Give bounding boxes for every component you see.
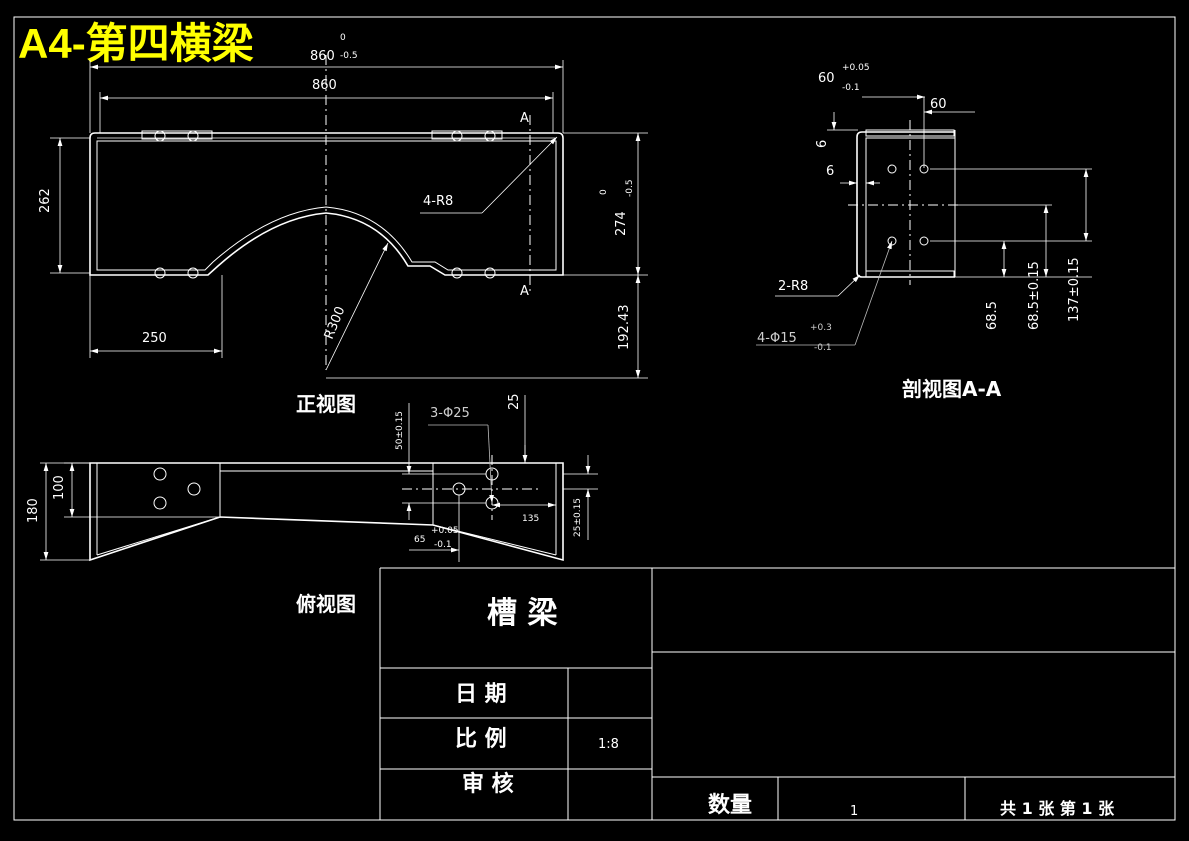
dim-thickness-v: 6 — [815, 140, 830, 148]
front-view-label: 正视图 — [296, 392, 356, 416]
part-name: 槽 梁 — [487, 596, 557, 631]
dim-top-tol-upper: +0.05 — [842, 63, 870, 73]
dim-corner-radius: 4-R8 — [423, 194, 453, 209]
dim-overall: 860 — [310, 49, 335, 64]
date-label: 日 期 — [455, 682, 507, 707]
dim-side-offset: 25±0.15 — [573, 498, 583, 537]
dim-right-offset: 135 — [522, 514, 539, 524]
dim-arc-leader — [325, 242, 389, 371]
section-mark-top: A — [520, 111, 529, 126]
section-hole — [919, 236, 929, 246]
dim-hole-spacing-v: 50±0.15 — [395, 411, 405, 450]
section-hole — [887, 164, 897, 174]
top-view-label: 俯视图 — [296, 592, 356, 616]
dim-height-inner: 100 — [52, 475, 67, 500]
review-label: 审 核 — [462, 771, 514, 797]
dim-corner-radius-section: 2-R8 — [778, 279, 808, 294]
top-hole — [153, 496, 167, 510]
front-rivet — [451, 267, 463, 279]
dim-top-offset: 25 — [507, 393, 522, 410]
section-view: 60 +0.05 -0.1 60 6 6 68.5 68.5±0.15 137±… — [756, 63, 1092, 401]
sheet-border — [13, 16, 1176, 821]
quantity-label: 数量 — [708, 792, 752, 818]
dim-top: 60 — [818, 71, 835, 86]
dim-h1: 68.5 — [985, 301, 1000, 330]
quantity-value: 1 — [850, 804, 858, 819]
dim-left-offset-tol-lower: -0.1 — [434, 540, 452, 550]
dim-corner-leader — [481, 136, 558, 214]
top-view: 180 100 50±0.15 3-Φ25 25 135 25±0.15 65 — [26, 393, 598, 616]
front-rivet — [484, 267, 496, 279]
dim-right: 60 — [930, 97, 947, 112]
dim-left-offset-top: 65 — [414, 535, 425, 545]
sheet-info: 共 1 张 第 1 张 — [1000, 799, 1115, 818]
dim-bottom-height: 192.43 — [617, 305, 632, 351]
front-view: A A 860 860 262 274 0 -0.5 192.43 250 — [38, 49, 648, 416]
front-plate — [431, 130, 503, 140]
section-view-label: 剖视图A-A — [902, 377, 1002, 401]
sheet-title-tol-upper: 0 — [340, 33, 346, 43]
front-view-outline — [89, 132, 564, 276]
scale-label: 比 例 — [455, 727, 507, 752]
dim-height-right: 274 — [614, 211, 629, 236]
top-hole — [153, 467, 167, 481]
scale-value: 1:8 — [598, 737, 619, 752]
dim-left-offset: 250 — [142, 331, 167, 346]
front-plate — [141, 130, 213, 140]
sheet-title: A4-第四横梁 — [18, 20, 254, 67]
dim-height-left: 262 — [38, 188, 53, 213]
dim-height-right-tol-lower: -0.5 — [625, 179, 635, 197]
dim-thickness-h: 6 — [826, 164, 834, 179]
title-block: 槽 梁 日 期 比 例 1:8 审 核 数量 1 共 1 张 第 1 张 — [379, 567, 1175, 820]
front-rivet — [154, 267, 166, 279]
dim-holes-top: 3-Φ25 — [430, 406, 470, 421]
dim-inner: 860 — [312, 78, 337, 93]
front-view-inner-outline — [96, 140, 557, 271]
front-rivet — [187, 267, 199, 279]
dim-h3: 137±0.15 — [1067, 257, 1082, 322]
top-hole — [187, 482, 201, 496]
dim-holes-section: 4-Φ15 — [757, 331, 797, 346]
section-mark-bottom: A — [520, 284, 529, 299]
dim-height-outer: 180 — [26, 498, 41, 523]
dim-top-tol-lower: -0.1 — [842, 83, 860, 93]
dim-height-right-tol-upper: 0 — [599, 189, 609, 195]
dim-h2: 68.5±0.15 — [1027, 261, 1042, 330]
dim-holes-tol-lower: -0.1 — [814, 343, 832, 353]
sheet-title-tol-lower: -0.5 — [340, 51, 358, 61]
dim-left-offset-tol-upper: +0.05 — [431, 526, 459, 536]
section-plate-bottom — [865, 270, 955, 278]
dim-holes-tol-upper: +0.3 — [810, 323, 832, 333]
